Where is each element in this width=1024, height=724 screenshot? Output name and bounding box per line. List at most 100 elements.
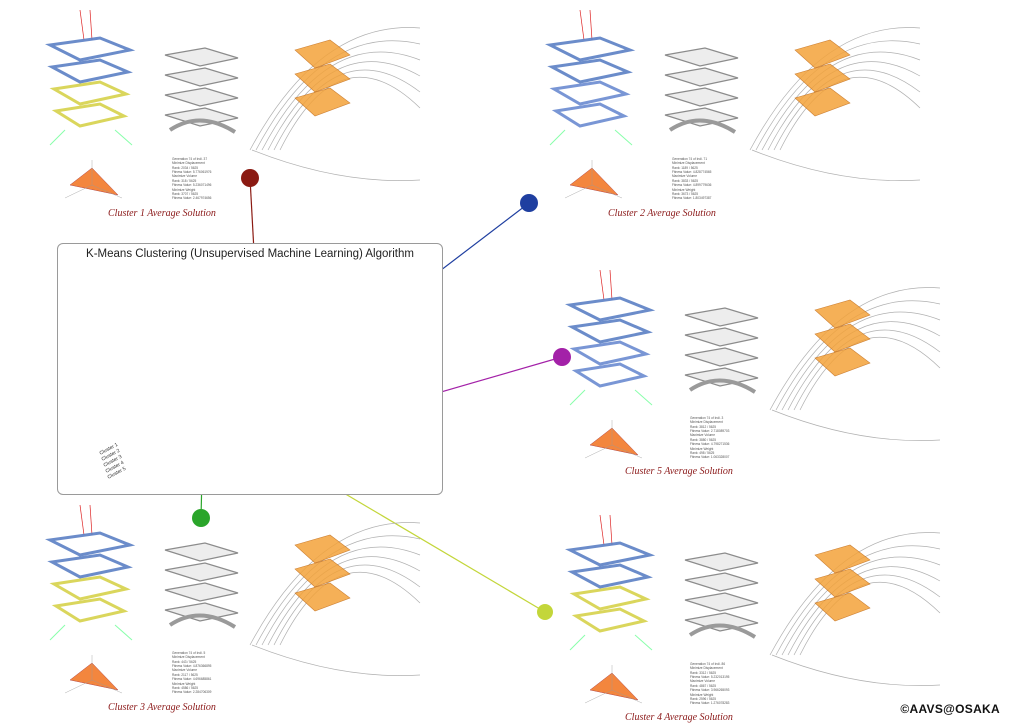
structure-model-4 — [565, 541, 656, 651]
structure-leg — [114, 129, 133, 146]
canopy-3 — [249, 522, 421, 676]
radar-shape — [589, 427, 639, 456]
grey-ring — [684, 552, 759, 572]
structure-leg — [549, 129, 566, 146]
grey-base — [168, 118, 237, 134]
guide-line — [609, 514, 613, 546]
grey-ring — [164, 602, 239, 622]
structure-ring — [47, 553, 133, 579]
guide-line — [609, 269, 613, 301]
grey-ring — [664, 107, 739, 127]
grey-ring — [164, 87, 239, 107]
structure-ring — [565, 541, 656, 567]
structure-ring — [47, 58, 133, 84]
guide-line — [89, 9, 93, 41]
radar-glyph-1 — [64, 160, 123, 199]
grey-ring — [164, 47, 239, 67]
radar-shape — [69, 167, 119, 196]
guide-line — [89, 504, 93, 536]
radar-shape — [69, 662, 119, 691]
structure-model-5 — [565, 296, 656, 406]
canopy-panel — [294, 63, 351, 93]
grey-base — [668, 118, 737, 134]
radar-shape — [589, 672, 639, 701]
solution-1 — [45, 9, 421, 199]
structure-leg — [634, 634, 653, 651]
structure-ring — [565, 296, 656, 322]
structure-leg — [569, 389, 586, 406]
grey-ring — [684, 327, 759, 347]
radar-axis — [64, 184, 93, 199]
panel-title: K-Means Clustering (Unsupervised Machine… — [86, 248, 414, 260]
canopy-4 — [769, 532, 941, 686]
structure-ring — [45, 531, 136, 557]
structure-ring — [51, 597, 129, 623]
grey-base — [168, 613, 237, 629]
radar-shape — [569, 167, 619, 196]
canopy-panel — [294, 582, 351, 612]
grey-ring — [664, 87, 739, 107]
guide-line — [599, 269, 605, 301]
canopy-panel — [294, 558, 351, 588]
structure-ring — [549, 80, 631, 106]
canopy-rib — [779, 76, 921, 151]
solution-2 — [545, 9, 921, 199]
canopy-rib — [273, 69, 421, 151]
structure-ring — [545, 36, 636, 62]
connector-dot-4 — [537, 604, 553, 620]
canopy-panel — [794, 87, 851, 117]
structure-model-3 — [45, 531, 136, 641]
canopy-rib — [793, 329, 941, 411]
canopy-rib — [761, 51, 921, 151]
canopy-panel — [814, 323, 871, 353]
grey-ring — [164, 562, 239, 582]
solution-3 — [45, 504, 421, 694]
grey-ring — [684, 367, 759, 387]
structure-leg — [49, 129, 66, 146]
grey-model-3 — [164, 542, 239, 629]
canopy-panel — [294, 39, 351, 69]
canopy-rib — [793, 574, 941, 656]
connector-dot-2 — [520, 194, 538, 212]
canopy-panel — [814, 299, 871, 329]
canopy-rib — [261, 51, 421, 151]
structure-ring — [547, 58, 633, 84]
canopy-panel — [814, 544, 871, 574]
canopy-rib — [751, 149, 921, 181]
clustering-panel: K-Means Clustering (Unsupervised Machine… — [57, 243, 443, 495]
structure-leg — [569, 634, 586, 651]
grey-model-2 — [664, 47, 739, 134]
grey-ring — [684, 307, 759, 327]
radar-glyph-3 — [64, 655, 123, 694]
canopy-rib — [279, 571, 421, 646]
guide-line — [79, 9, 85, 41]
cluster-3-caption: Cluster 3 Average Solution — [108, 702, 216, 713]
grey-model-5 — [684, 307, 759, 394]
grey-ring — [164, 107, 239, 127]
structure-ring — [569, 585, 651, 611]
canopy-rib — [771, 409, 941, 441]
cluster-2-caption: Cluster 2 Average Solution — [608, 208, 716, 219]
structure-ring — [571, 607, 649, 633]
connector-dot-5 — [553, 348, 571, 366]
canopy-rib — [799, 581, 941, 656]
connector-dot-1 — [241, 169, 259, 187]
cluster-legend: Cluster 1 Cluster 2 Cluster 3 Cluster 4 … — [78, 442, 127, 485]
structure-ring — [569, 340, 651, 366]
grey-base — [688, 378, 757, 394]
grey-model-4 — [684, 552, 759, 639]
canopy-panel — [794, 63, 851, 93]
radar-axis — [91, 184, 123, 199]
radar-axis — [584, 444, 613, 459]
grey-base — [688, 623, 757, 639]
cluster-5-caption: Cluster 5 Average Solution — [625, 466, 733, 477]
grey-ring — [164, 67, 239, 87]
structure-leg — [614, 129, 633, 146]
radar-axis — [611, 444, 643, 459]
solution-4 — [565, 514, 941, 704]
grey-ring — [684, 347, 759, 367]
radar-glyph-2 — [564, 160, 623, 199]
